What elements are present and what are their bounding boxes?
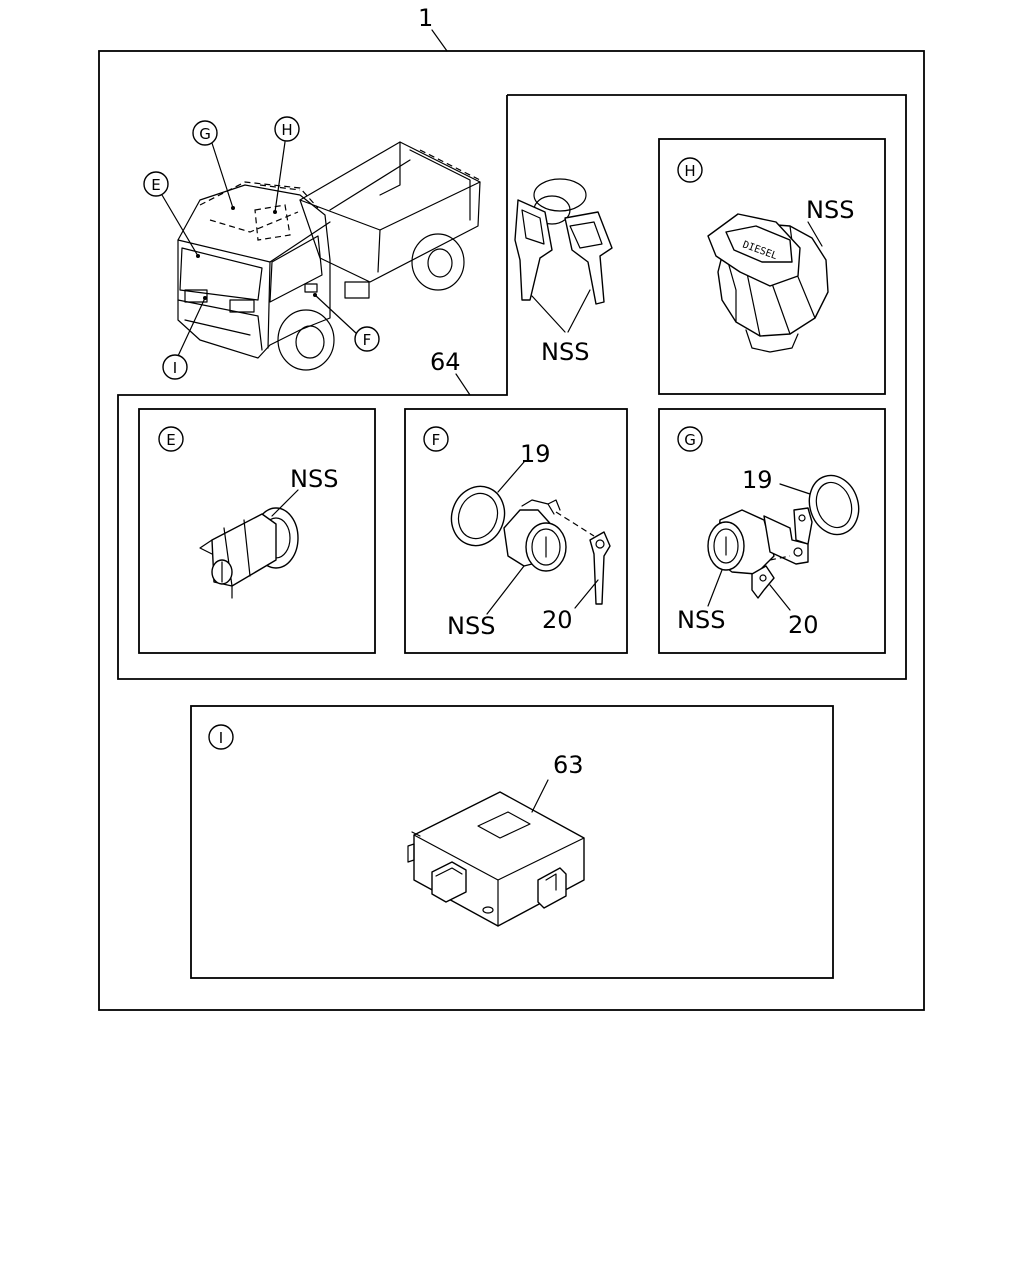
callout-1: 1 xyxy=(418,4,433,32)
view-g-clip-label: 20 xyxy=(788,611,819,639)
svg-text:G: G xyxy=(199,125,211,143)
callout-64: 64 xyxy=(430,348,461,376)
keys-illustration xyxy=(514,178,613,333)
callout-63: 63 xyxy=(553,751,584,779)
view-f-panel: F xyxy=(404,408,628,654)
view-i-panel: I xyxy=(190,705,834,979)
view-ref-g: G xyxy=(192,120,218,146)
view-ref-f: F xyxy=(354,326,380,352)
outer-frame xyxy=(98,29,925,1011)
svg-text:E: E xyxy=(166,431,175,449)
truck-illustration xyxy=(161,139,481,371)
view-ref-h: H xyxy=(274,116,300,142)
svg-text:I: I xyxy=(219,729,223,747)
view-e-nss-label: NSS xyxy=(290,465,338,493)
svg-text:F: F xyxy=(363,331,372,349)
svg-text:I: I xyxy=(173,359,177,377)
view-f-ring-label: 19 xyxy=(520,440,551,468)
kit-frame xyxy=(117,94,907,680)
view-g-panel: G xyxy=(658,408,886,654)
svg-text:H: H xyxy=(281,121,292,139)
svg-text:G: G xyxy=(684,431,696,449)
view-h-nss-label: NSS xyxy=(806,196,854,224)
view-ref-i: I xyxy=(162,354,188,380)
view-ref-e: E xyxy=(143,171,169,197)
keys-nss-label: NSS xyxy=(541,338,589,366)
svg-text:E: E xyxy=(151,176,160,194)
view-e-panel: E xyxy=(138,408,376,654)
view-h-panel: H DIESEL xyxy=(658,138,886,395)
view-f-nss-label: NSS xyxy=(447,612,495,640)
svg-text:H: H xyxy=(684,162,695,180)
view-g-ring-label: 19 xyxy=(742,466,773,494)
svg-text:F: F xyxy=(432,431,441,449)
view-f-clip-label: 20 xyxy=(542,606,573,634)
view-g-nss-label: NSS xyxy=(677,606,725,634)
